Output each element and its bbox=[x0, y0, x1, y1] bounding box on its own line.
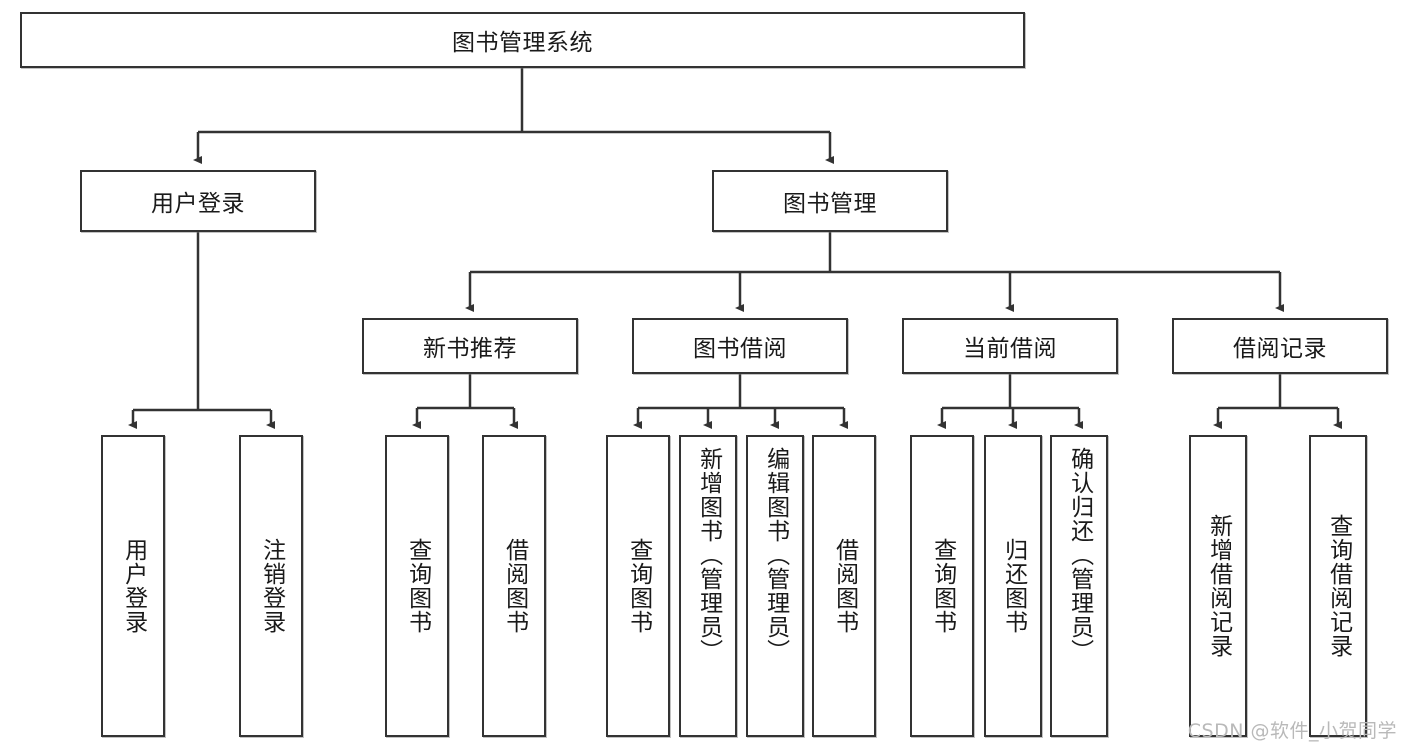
node-borrow-record[interactable]: 借阅记录 bbox=[1172, 318, 1388, 374]
leaf-borrow-book[interactable]: 借阅图书 bbox=[812, 435, 876, 737]
leaf-user-login[interactable]: 用户登录 bbox=[101, 435, 165, 737]
node-book-borrow[interactable]: 图书借阅 bbox=[632, 318, 848, 374]
leaf-query-book-current[interactable]: 查询图书 bbox=[910, 435, 974, 737]
leaf-query-book-borrow[interactable]: 查询图书 bbox=[606, 435, 670, 737]
leaf-query-book-recommend[interactable]: 查询图书 bbox=[385, 435, 449, 737]
leaf-add-book-admin[interactable]: 新增图书（管理员） bbox=[679, 435, 737, 737]
node-root[interactable]: 图书管理系统 bbox=[20, 12, 1025, 68]
leaf-logout[interactable]: 注销登录 bbox=[239, 435, 303, 737]
leaf-return-book[interactable]: 归还图书 bbox=[984, 435, 1042, 737]
csdn-watermark: CSDN @软件_小贺同学 bbox=[1187, 720, 1397, 742]
node-new-book-recommend[interactable]: 新书推荐 bbox=[362, 318, 578, 374]
node-user-login[interactable]: 用户登录 bbox=[80, 170, 316, 232]
leaf-borrow-book-recommend[interactable]: 借阅图书 bbox=[482, 435, 546, 737]
node-current-borrow[interactable]: 当前借阅 bbox=[902, 318, 1118, 374]
leaf-confirm-return-admin[interactable]: 确认归还（管理员） bbox=[1050, 435, 1108, 737]
leaf-query-borrow-record[interactable]: 查询借阅记录 bbox=[1309, 435, 1367, 737]
leaf-edit-book-admin[interactable]: 编辑图书（管理员） bbox=[746, 435, 804, 737]
leaf-add-borrow-record[interactable]: 新增借阅记录 bbox=[1189, 435, 1247, 737]
node-book-management[interactable]: 图书管理 bbox=[712, 170, 948, 232]
